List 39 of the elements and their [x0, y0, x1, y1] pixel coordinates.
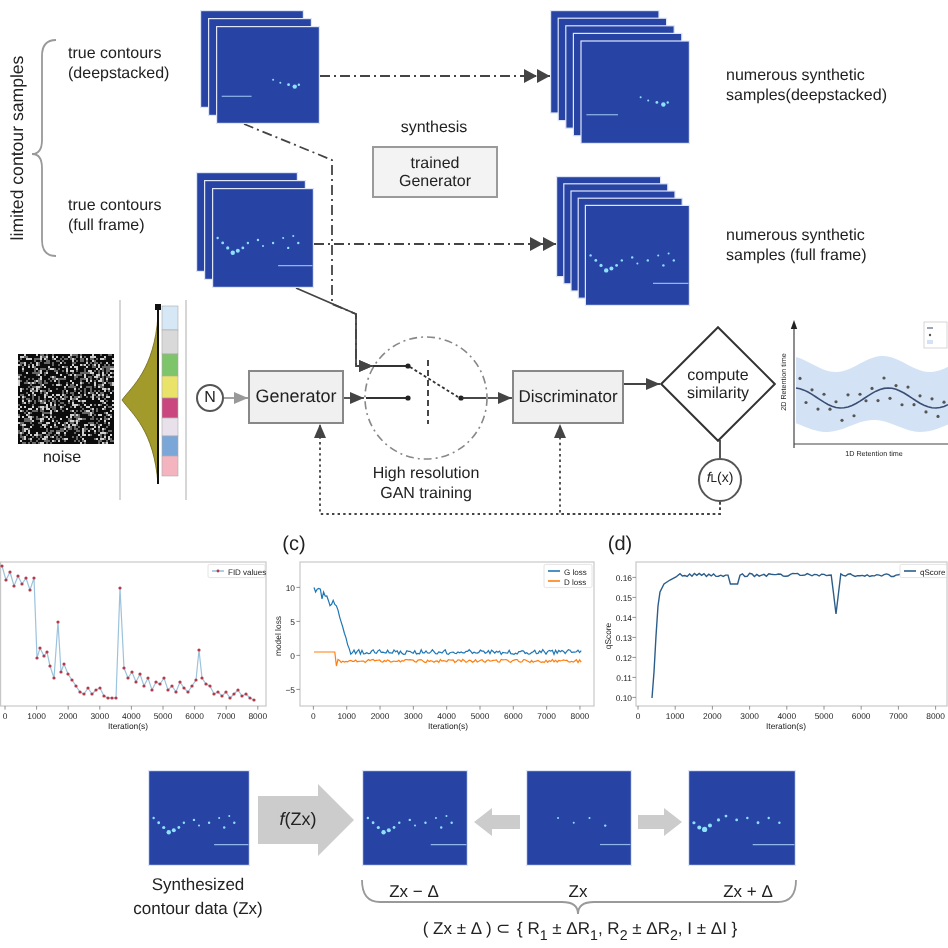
node-label: Zx [568, 881, 588, 903]
arrow [343, 392, 365, 404]
circle-node: N [196, 384, 224, 412]
image-label: noise [42, 448, 82, 468]
arrow [623, 378, 661, 390]
connector-line [719, 439, 721, 459]
node-label: true contours (full frame) [68, 196, 164, 236]
node-label: numerous synthetic samples (full frame) [726, 226, 869, 266]
arrow [487, 392, 513, 404]
process-box: Generator [248, 370, 344, 424]
image-stack [550, 10, 690, 144]
node-label: true contours (deepstacked) [68, 44, 172, 84]
node-label: Zx − Δ [389, 881, 439, 903]
decision-diamond: compute similarity [660, 326, 776, 442]
group-label: limited contour samples [7, 55, 29, 241]
image-stack [200, 10, 320, 124]
node-label: numerous synthetic samples(deepstacked) [726, 66, 889, 106]
node-label: Zx + Δ [723, 881, 773, 903]
image-stack [556, 176, 690, 306]
node-label: High resolution GAN training [370, 464, 482, 504]
arrow [223, 392, 249, 404]
dashed-arrow [554, 423, 721, 515]
panel-label: (d) [607, 533, 633, 559]
block-arrow [638, 808, 682, 836]
formula: ( Zx ± Δ ) ⊂ { R$_{1}$ ± ΔR$_{1}$, R$_{2}$ ± ΔR$_{2}$, I ± ΔI } [422, 918, 738, 946]
process-box: trained Generator [372, 146, 498, 198]
process-box: Discriminator [512, 370, 624, 424]
block-arrow [474, 808, 520, 836]
contour-image [526, 770, 632, 866]
image-stack [196, 172, 314, 288]
contour-image [362, 770, 468, 866]
contour-image [688, 770, 796, 866]
contour-image [148, 770, 250, 866]
panel-label: (c) [282, 533, 306, 559]
node-label: Synthesized contour data (Zx) [132, 872, 264, 920]
block-arrow [258, 784, 354, 856]
edge-label: f(Zx) [277, 808, 319, 832]
arrow [295, 287, 374, 372]
node-label: synthesis [400, 118, 468, 138]
